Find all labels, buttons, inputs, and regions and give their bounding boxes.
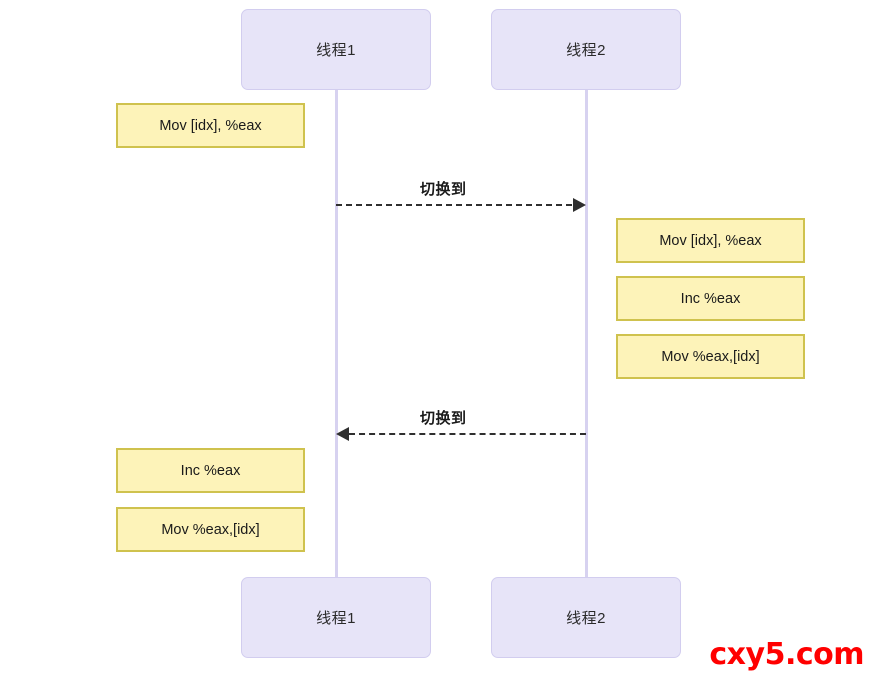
instruction-label: Mov %eax,[idx]: [661, 348, 760, 365]
lifeline-thread-2: [585, 90, 588, 577]
instruction-label: Inc %eax: [680, 290, 741, 307]
arrow-left-icon: [336, 427, 349, 441]
instruction-box: Inc %eax: [616, 276, 805, 321]
instruction-box: Inc %eax: [116, 448, 305, 493]
arrow-right-icon: [573, 198, 586, 212]
actor-box-thread-2-top: 线程2: [491, 9, 681, 90]
instruction-box: Mov %eax,[idx]: [116, 507, 305, 552]
instruction-box: Mov [idx], %eax: [616, 218, 805, 263]
actor-label-thread-2-top: 线程2: [566, 42, 606, 59]
instruction-label: Mov [idx], %eax: [659, 232, 762, 249]
actor-label-thread-1-top: 线程1: [316, 42, 356, 59]
message-line-dashed: [349, 433, 586, 435]
message-line-dashed: [336, 204, 572, 206]
lifeline-thread-1: [335, 90, 338, 577]
message-label: 切换到: [420, 410, 467, 427]
instruction-label: Inc %eax: [180, 462, 241, 479]
instruction-box: Mov [idx], %eax: [116, 103, 305, 148]
instruction-label: Mov [idx], %eax: [159, 117, 262, 134]
actor-box-thread-1-bottom: 线程1: [241, 577, 431, 658]
actor-box-thread-1-top: 线程1: [241, 9, 431, 90]
instruction-label: Mov %eax,[idx]: [161, 521, 260, 538]
instruction-box: Mov %eax,[idx]: [616, 334, 805, 379]
actor-label-thread-1-bottom: 线程1: [316, 610, 356, 627]
message-label: 切换到: [420, 181, 467, 198]
watermark: cxy5.com: [709, 637, 864, 672]
actor-box-thread-2-bottom: 线程2: [491, 577, 681, 658]
actor-label-thread-2-bottom: 线程2: [566, 610, 606, 627]
